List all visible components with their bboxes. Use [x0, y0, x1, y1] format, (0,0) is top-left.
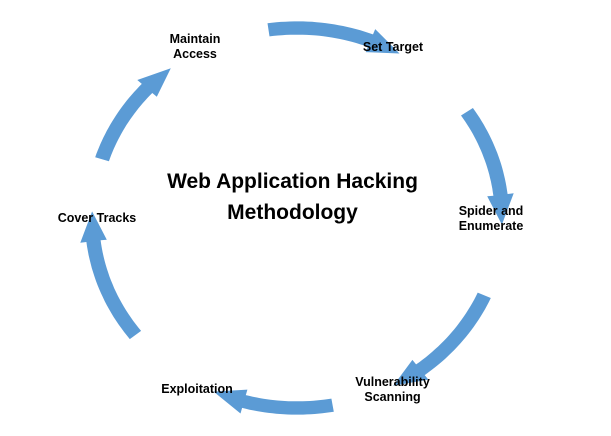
- step-label-line: Cover Tracks: [57, 211, 137, 225]
- step-label-line: Set Target: [362, 40, 424, 54]
- step-vulnerability-scanning: Vulnerability Scanning: [345, 375, 440, 405]
- step-set-target: Set Target: [362, 40, 424, 55]
- title-line-2: Methodology: [227, 201, 358, 224]
- cycle-arrow-2: [461, 108, 514, 225]
- cycle-arrow-6: [95, 68, 171, 162]
- title-line-1: Web Application Hacking: [167, 170, 418, 193]
- diagram-title: Web Application Hacking Methodology: [140, 166, 445, 228]
- step-label-line: Scanning: [364, 390, 421, 404]
- step-label-line: Vulnerability: [355, 375, 430, 389]
- cycle-arrow-4: [213, 389, 334, 415]
- step-cover-tracks: Cover Tracks: [51, 211, 143, 226]
- step-spider-and-enumerate: Spider and Enumerate: [452, 204, 530, 234]
- step-maintain-access: Maintain Access: [156, 32, 234, 62]
- step-exploitation: Exploitation: [152, 382, 242, 397]
- cycle-arrow-5: [80, 211, 142, 340]
- cycle-arrow-3: [393, 292, 491, 386]
- cycle-arrow-1: [267, 21, 400, 54]
- step-label-line: Spider and: [458, 204, 524, 218]
- step-label-line: Access: [173, 47, 217, 61]
- step-label-line: Exploitation: [161, 382, 233, 396]
- step-label-line: Enumerate: [458, 219, 524, 233]
- step-label-line: Maintain: [169, 32, 221, 46]
